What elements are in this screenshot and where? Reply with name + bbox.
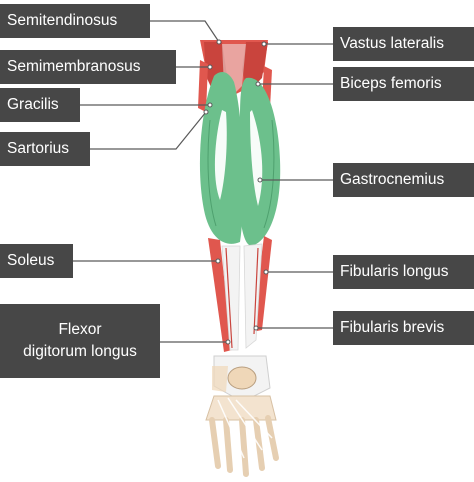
label-flexor-line1: Flexor bbox=[58, 321, 102, 338]
label-vastus-lateralis: Vastus lateralis bbox=[333, 27, 474, 61]
label-semimembranosus: Semimembranosus bbox=[0, 50, 176, 84]
foot-bones bbox=[205, 355, 279, 477]
leader-semitendinosus bbox=[150, 20, 220, 43]
label-biceps-femoris: Biceps femoris bbox=[333, 67, 474, 101]
label-fibularis-longus: Fibularis longus bbox=[333, 255, 474, 289]
lower-leg bbox=[208, 236, 272, 352]
gastrocnemius-heads bbox=[199, 72, 281, 246]
label-gracilis: Gracilis bbox=[0, 88, 80, 122]
leader-lines bbox=[73, 20, 333, 343]
label-fibularis-brevis: Fibularis brevis bbox=[333, 311, 474, 345]
label-flexor-line2: digitorum longus bbox=[23, 343, 137, 360]
leader-sartorius bbox=[90, 111, 207, 150]
label-gastrocnemius: Gastrocnemius bbox=[333, 163, 474, 197]
label-semitendinosus: Semitendinosus bbox=[0, 4, 150, 38]
label-sartorius: Sartorius bbox=[0, 132, 90, 166]
leader-dots bbox=[203, 39, 269, 345]
label-flexor-digitorum-longus: Flexor digitorum longus bbox=[0, 304, 160, 378]
label-soleus: Soleus bbox=[0, 244, 73, 278]
